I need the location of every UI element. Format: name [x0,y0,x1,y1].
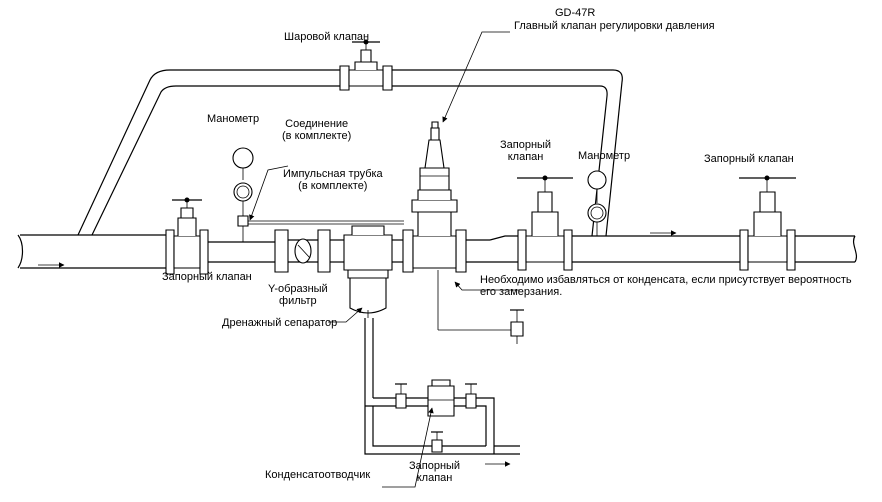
stop-valve-mid-label: Запорный клапан [500,139,551,163]
main-regulating-valve-symbol [403,122,524,344]
leader-lines [249,32,520,487]
ball-valve-label: Шаровой клапан [284,31,370,43]
stop-valve-mid-label-line2: клапан [507,151,544,163]
stop-valve-bottom-label-line1: Запорный [409,460,461,472]
stop-valve-bottom-label-line2: клапан [416,472,453,484]
condensate-note: Необходимо избавляться от конденсата, ес… [480,274,852,298]
stop-valve-right-label: Запорный клапан [704,153,794,165]
main-pipeline [18,235,856,268]
bypass-pipe [78,70,622,236]
stop-valve-left-label: Запорный клапан [162,271,252,283]
stop-valve-left-symbol [166,198,208,274]
y-strainer-symbol [275,230,330,272]
flow-arrows [38,230,677,467]
connection-label-line1: Соединение [285,118,349,130]
stop-valve-right-symbol [739,176,796,270]
pressure-gauge-right-symbol [588,171,606,236]
stop-valve-mid-label-line1: Запорный [500,139,552,151]
connection-label-line2: (в комплекте) [282,130,352,142]
main-valve-label: Главный клапан регулировки давления [514,20,715,32]
drain-separator-label: Дренажный сепаратор [222,317,338,329]
stop-valve-bottom-label: Запорный клапан [409,460,460,484]
impulse-tube-label-line1: Импульсная трубка [283,168,383,180]
impulse-tube-label-line2: (в комплекте) [298,180,368,192]
stop-valve-mid-symbol [517,176,573,270]
y-strainer-label: Y-образный фильтр [268,283,328,307]
condensate-note-line2: его замерзания. [480,286,563,298]
pressure-gauge-left-symbol [233,148,253,242]
y-strainer-label-line1: Y-образный [268,283,328,295]
connection-label: Соединение (в комплекте) [282,118,351,142]
impulse-tube-label: Импульсная трубка (в комплекте) [283,168,383,192]
drain-separator-symbol [344,226,392,406]
pressure-gauge-left-label: Манометр [207,113,260,125]
model-label: GD-47R [555,7,596,19]
ball-valve-symbol [340,40,392,90]
pressure-gauge-right-label: Манометр [578,150,631,162]
condensate-note-line1: Необходимо избавляться от конденсата, ес… [480,274,852,286]
y-strainer-label-line2: фильтр [279,295,317,307]
condensate-trap-circuit [365,380,520,454]
impulse-tube-symbol [248,221,404,224]
condensate-trap-label: Конденсатоотводчик [265,469,371,481]
